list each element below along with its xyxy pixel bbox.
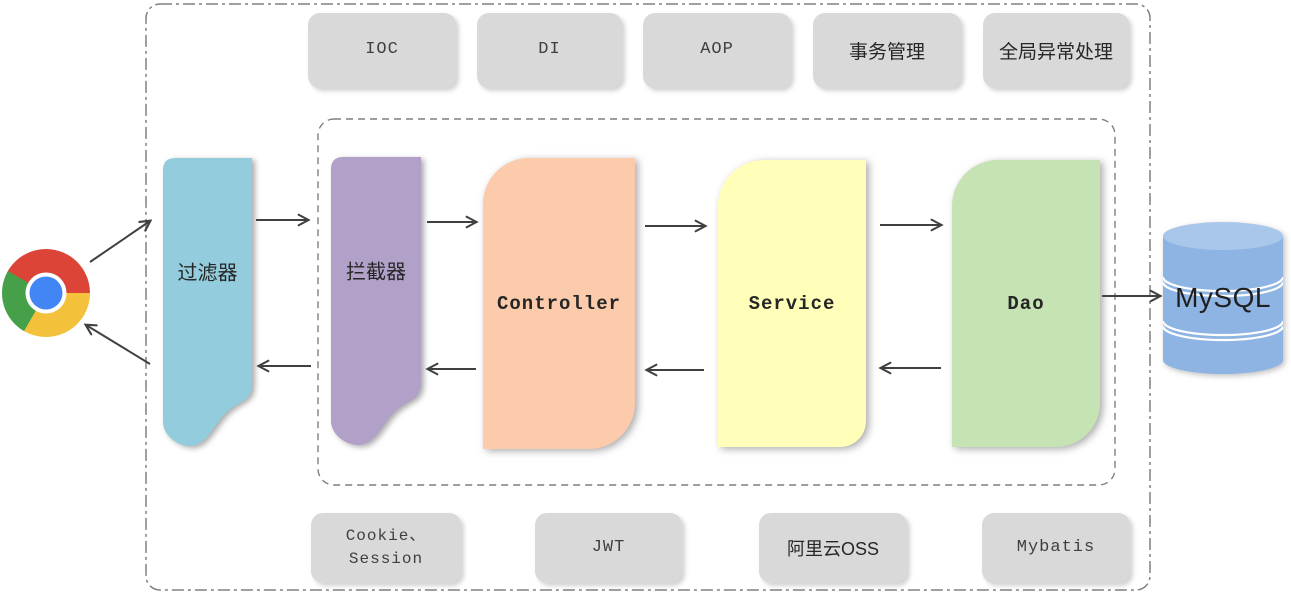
- concept-box-mybatis: Mybatis: [982, 513, 1130, 583]
- concept-box-mybatis-label: Mybatis: [1016, 537, 1096, 557]
- database-cylinder-icon: MySQL: [1163, 222, 1283, 374]
- concept-box-cookie-session-label: Cookie、 Session: [345, 526, 427, 568]
- concept-box-aliyun-oss-label: 阿里云OSS: [786, 539, 879, 559]
- concept-box-di: DI: [477, 13, 622, 88]
- interceptor-shape-path: [331, 157, 421, 446]
- db-separator-2b: [1163, 325, 1283, 342]
- chrome-blue-center: [29, 276, 63, 310]
- controller-label: Controller: [496, 292, 622, 315]
- db-separator-1a: [1163, 276, 1283, 293]
- concept-box-jwt-label: JWT: [591, 537, 626, 557]
- concept-box-global-exception: 全局异常处理: [983, 13, 1129, 88]
- db-cylinder-body: [1163, 236, 1283, 374]
- concept-box-global-exception-label: 全局异常处理: [998, 42, 1113, 63]
- chrome-icon: [2, 249, 90, 337]
- filter-label: 过滤器: [177, 262, 238, 285]
- filter-shape: 过滤器: [163, 158, 252, 448]
- concept-box-di-label: DI: [538, 40, 561, 60]
- filter-shape-path: [163, 158, 252, 447]
- controller-shape: Controller: [483, 158, 635, 449]
- service-label: Service: [748, 292, 836, 315]
- concept-box-transaction: 事务管理: [813, 13, 961, 88]
- concept-box-ioc-label: IOC: [365, 40, 399, 60]
- concept-box-jwt: JWT: [535, 513, 682, 583]
- concept-box-aop: AOP: [643, 13, 791, 88]
- db-separator-2a: [1163, 320, 1283, 337]
- db-cylinder-top: [1163, 222, 1283, 250]
- interceptor-shape: 拦截器: [331, 157, 421, 447]
- concept-box-transaction-label: 事务管理: [848, 42, 925, 63]
- concept-box-aop-label: AOP: [700, 40, 734, 60]
- service-shape: Service: [718, 160, 866, 447]
- dao-label: Dao: [1007, 292, 1045, 315]
- concept-box-ioc: IOC: [308, 13, 456, 88]
- arrow-filter-to-browser: [86, 325, 151, 365]
- arrow-browser-to-filter: [89, 221, 150, 263]
- mysql-label: MySQL: [1175, 282, 1271, 313]
- concept-box-cookie-session: Cookie、 Session: [311, 513, 461, 583]
- concept-box-aliyun-oss: 阿里云OSS: [759, 513, 907, 583]
- interceptor-label: 拦截器: [346, 261, 406, 284]
- dao-shape: Dao: [952, 160, 1100, 447]
- db-separator-1b: [1163, 281, 1283, 298]
